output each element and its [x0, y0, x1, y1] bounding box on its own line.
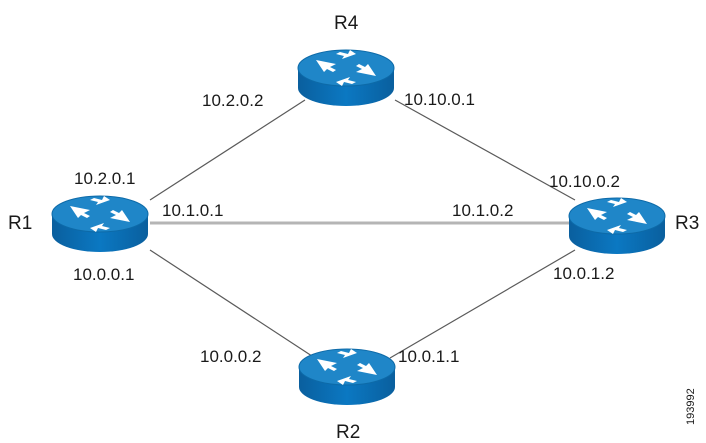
- link-r1-r2: [149, 249, 316, 359]
- router-r4-label: R4: [334, 13, 359, 34]
- link-r2-r3: [389, 249, 576, 359]
- ip-r4-to-r1: 10.2.0.2: [202, 91, 264, 110]
- ip-r4-to-r3: 10.10.0.1: [404, 90, 475, 109]
- router-r1-icon: [51, 195, 149, 253]
- ip-r1-to-r3: 10.1.0.1: [162, 201, 224, 220]
- link-r1-r4: [149, 99, 306, 201]
- figure-id: 193992: [685, 388, 697, 425]
- router-r1-label: R1: [8, 213, 33, 234]
- router-r2-label: R2: [336, 422, 361, 443]
- router-r3-icon: [568, 197, 666, 255]
- ip-r3-to-r1: 10.1.0.2: [452, 201, 514, 220]
- router-r2-icon: [298, 348, 396, 406]
- ip-r1-to-r4: 10.2.0.1: [74, 169, 136, 188]
- router-r3-label: R3: [675, 213, 700, 234]
- ip-r2-to-r1: 10.0.0.2: [200, 347, 262, 366]
- ip-r3-to-r4: 10.10.0.2: [549, 172, 620, 191]
- router-r4-icon: [297, 49, 395, 107]
- ip-r3-to-r2: 10.0.1.2: [553, 264, 615, 283]
- link-r4-r3: [394, 99, 576, 201]
- ip-r1-to-r2: 10.0.0.1: [73, 265, 135, 284]
- ip-r2-to-r3: 10.0.1.1: [398, 347, 460, 366]
